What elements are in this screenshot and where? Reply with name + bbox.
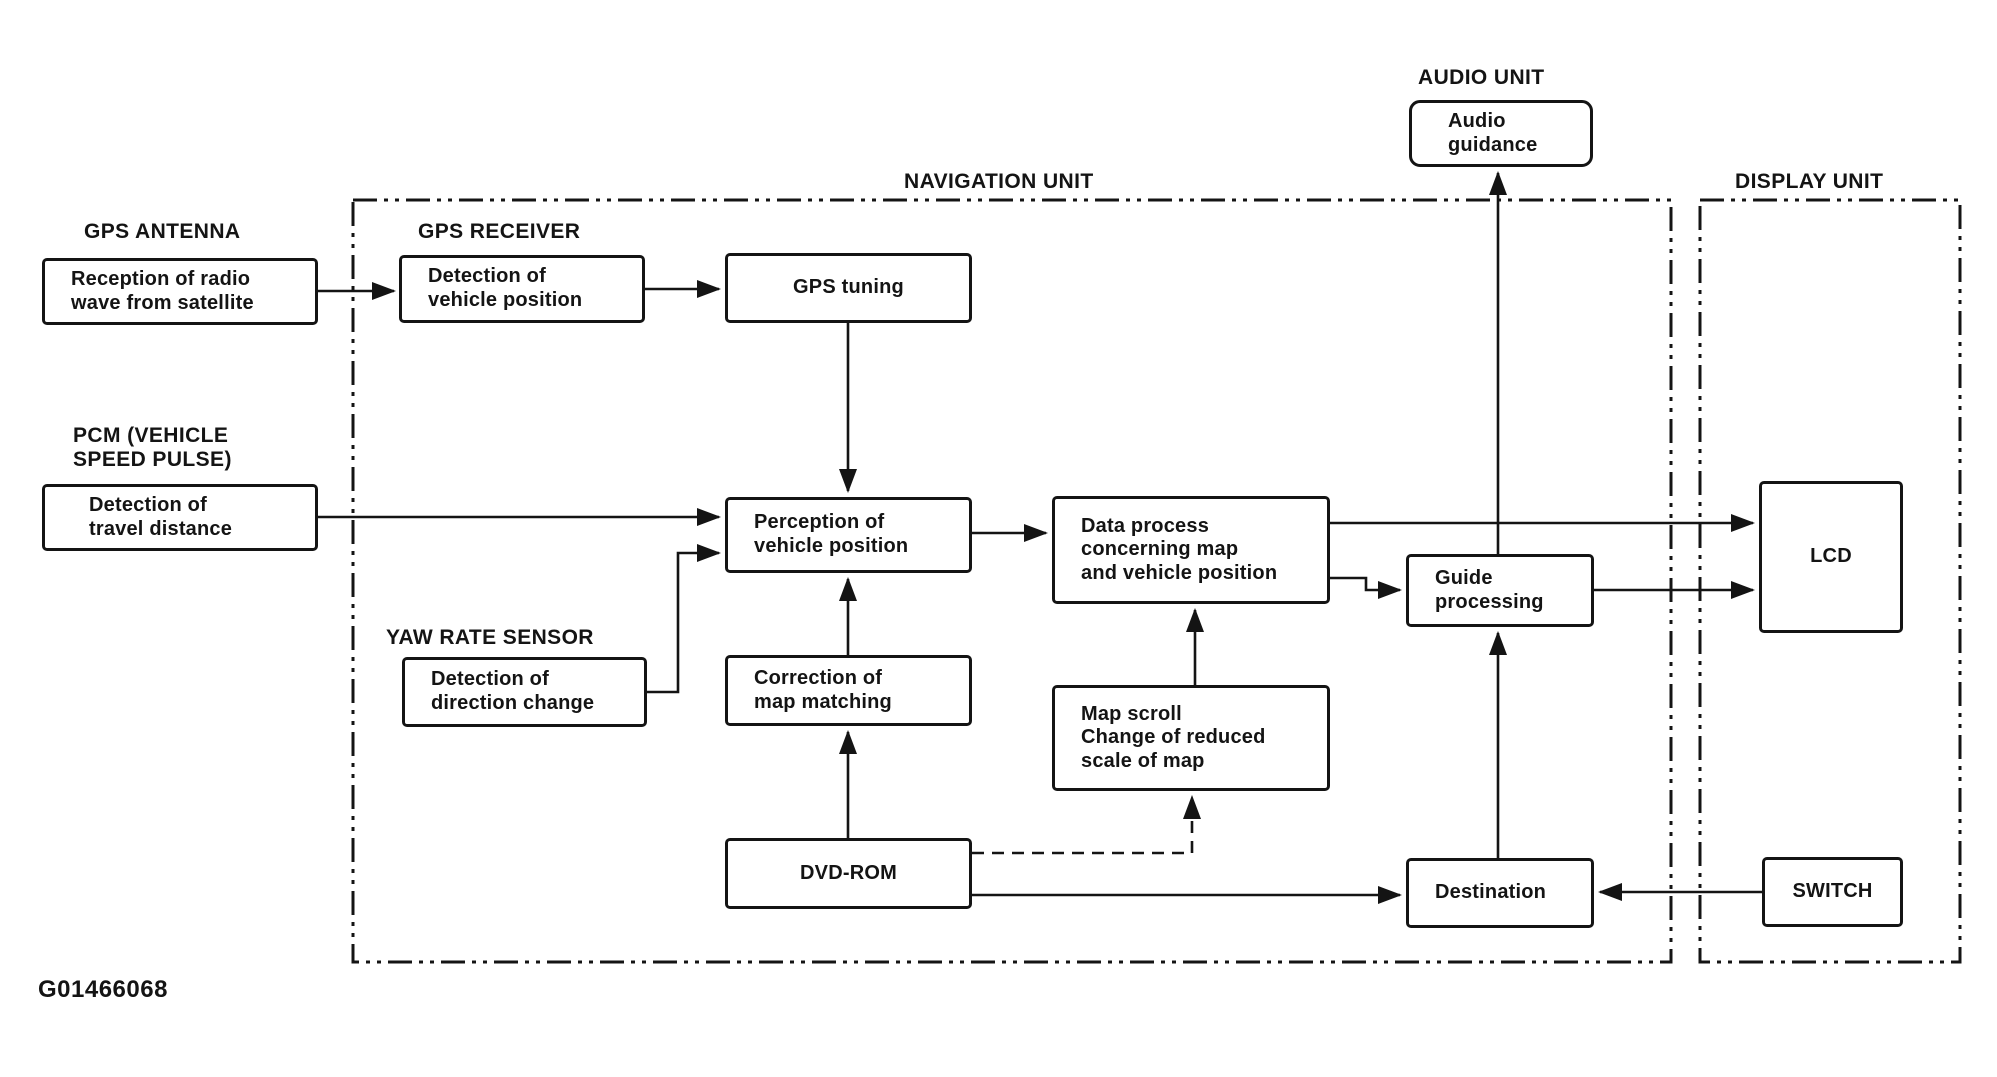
block-label: Detection of vehicle position: [428, 265, 583, 311]
block-perception-vehicle-position: Perception of vehicle position: [725, 497, 972, 573]
block-label: Guide processing: [1435, 566, 1544, 613]
block-reception-radio-wave: Reception of radio wave from satellite: [42, 258, 318, 325]
block-gps-tuning: GPS tuning: [725, 253, 972, 323]
block-switch: SWITCH: [1762, 857, 1903, 927]
block-label: Data process concerning map and vehicle …: [1081, 514, 1278, 584]
block-label: LCD: [1810, 545, 1852, 568]
block-detection-direction-change: Detection of direction change: [402, 657, 647, 727]
block-detection-vehicle-position: Detection of vehicle position: [399, 255, 645, 323]
block-destination: Destination: [1406, 858, 1594, 928]
figure-id: G01466068: [38, 976, 168, 1003]
navigation-unit-label: NAVIGATION UNIT: [904, 170, 1094, 193]
block-map-scroll: Map scroll Change of reduced scale of ma…: [1052, 685, 1330, 791]
block-detection-travel-distance: Detection of travel distance: [42, 484, 318, 551]
block-label: Detection of travel distance: [89, 493, 233, 540]
display-unit-border: [1698, 198, 1962, 964]
block-label: Audio guidance: [1448, 109, 1538, 156]
pcm-label: PCM (VEHICLE SPEED PULSE): [73, 424, 232, 472]
gps-receiver-label: GPS RECEIVER: [418, 220, 581, 243]
block-label: DVD-ROM: [800, 861, 897, 884]
block-label: GPS tuning: [793, 276, 904, 299]
block-label: SWITCH: [1792, 880, 1873, 903]
audio-unit-label: AUDIO UNIT: [1418, 66, 1545, 89]
block-label: Perception of vehicle position: [754, 511, 909, 557]
block-correction-map-matching: Correction of map matching: [725, 655, 972, 726]
block-label: Correction of map matching: [754, 666, 892, 713]
display-unit-label: DISPLAY UNIT: [1735, 170, 1884, 193]
block-lcd: LCD: [1759, 481, 1903, 633]
block-audio-guidance: Audio guidance: [1409, 100, 1593, 167]
block-label: Detection of direction change: [431, 668, 595, 714]
block-data-process: Data process concerning map and vehicle …: [1052, 496, 1330, 604]
block-guide-processing: Guide processing: [1406, 554, 1594, 627]
block-label: Map scroll Change of reduced scale of ma…: [1081, 702, 1266, 772]
navigation-unit-border: [351, 198, 1673, 964]
yaw-rate-sensor-label: YAW RATE SENSOR: [386, 626, 594, 649]
block-label: Destination: [1435, 881, 1547, 904]
block-dvd-rom: DVD-ROM: [725, 838, 972, 909]
gps-antenna-label: GPS ANTENNA: [84, 220, 241, 243]
block-label: Reception of radio wave from satellite: [71, 267, 254, 314]
